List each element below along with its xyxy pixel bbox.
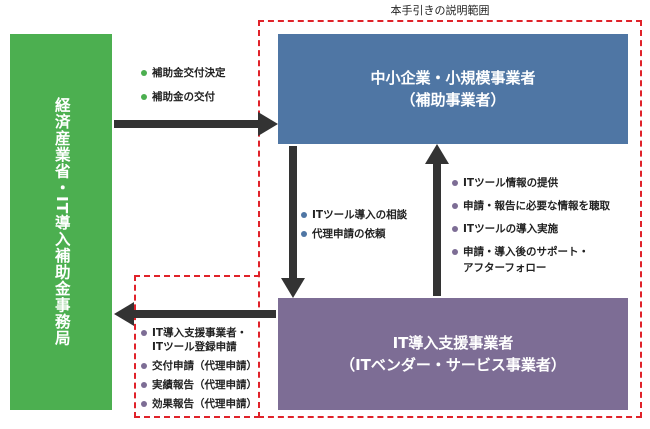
it-vendor-node: IT導入支援事業者 （ITベンダー・サービス事業者） [278, 298, 628, 410]
sme-to-it-list: ITツール導入の相談 代理申請の依頼 [300, 208, 407, 246]
it-vendor-title: IT導入支援事業者 [392, 334, 514, 352]
it-to-meti-list: IT導入支援事業者・ ITツール登録申請 交付申請（代理申請） 実績報告（代理申… [140, 326, 257, 416]
list-item: ITツール情報の提供 [451, 176, 610, 190]
bullet-icon [301, 231, 307, 237]
bullet-icon [141, 363, 147, 369]
list-item: ITツールの導入実施 [451, 222, 610, 236]
bullet-icon [301, 212, 307, 218]
it-vendor-subtitle: （ITベンダー・サービス事業者） [340, 356, 566, 374]
sme-subtitle: （補助事業者） [400, 91, 506, 109]
list-item-continued: ITツール登録申請 [152, 341, 237, 353]
bullet-icon [452, 203, 458, 209]
meti-to-sme-list: 補助金交付決定 補助金の交付 [140, 66, 226, 114]
list-item: 効果報告（代理申請） [140, 397, 257, 411]
meti-label: 経済産業省・IT導入補助金事務局 [52, 97, 71, 347]
bullet-icon [452, 249, 458, 255]
bullet-icon [141, 401, 147, 407]
bullet-icon [141, 70, 147, 76]
bullet-icon [141, 330, 147, 336]
list-item-continued: アフターフォロー [463, 262, 547, 274]
scope-frame-extension [134, 275, 260, 418]
bullet-icon [141, 94, 147, 100]
bullet-icon [141, 382, 147, 388]
arrow-meti-to-sme-head [258, 112, 278, 136]
list-item: 補助金交付決定 [140, 66, 226, 80]
list-item: ITツール導入の相談 [300, 208, 407, 222]
sme-title: 中小企業・小規模事業者 [370, 69, 536, 87]
list-item: 交付申請（代理申請） [140, 359, 257, 373]
list-item: 補助金の交付 [140, 90, 226, 104]
list-item: 代理申請の依頼 [300, 227, 407, 241]
list-item: 実績報告（代理申請） [140, 378, 257, 392]
scope-frame [258, 20, 642, 418]
bullet-icon [452, 180, 458, 186]
it-to-sme-list: ITツール情報の提供 申請・報告に必要な情報を聴取 ITツールの導入実施 申請・… [451, 176, 610, 284]
list-item: 申請・導入後のサポート・ [451, 245, 610, 259]
scope-title: 本手引きの説明範囲 [390, 4, 490, 17]
arrow-it-to-sme-head [425, 144, 449, 164]
list-item: IT導入支援事業者・ [140, 326, 257, 340]
list-item: 申請・報告に必要な情報を聴取 [451, 199, 610, 213]
sme-node: 中小企業・小規模事業者 （補助事業者） [278, 34, 628, 144]
meti-node: 経済産業省・IT導入補助金事務局 [10, 34, 112, 410]
arrow-sme-to-it-head [281, 278, 305, 298]
arrow-it-to-meti-head [114, 302, 134, 326]
bullet-icon [452, 226, 458, 232]
